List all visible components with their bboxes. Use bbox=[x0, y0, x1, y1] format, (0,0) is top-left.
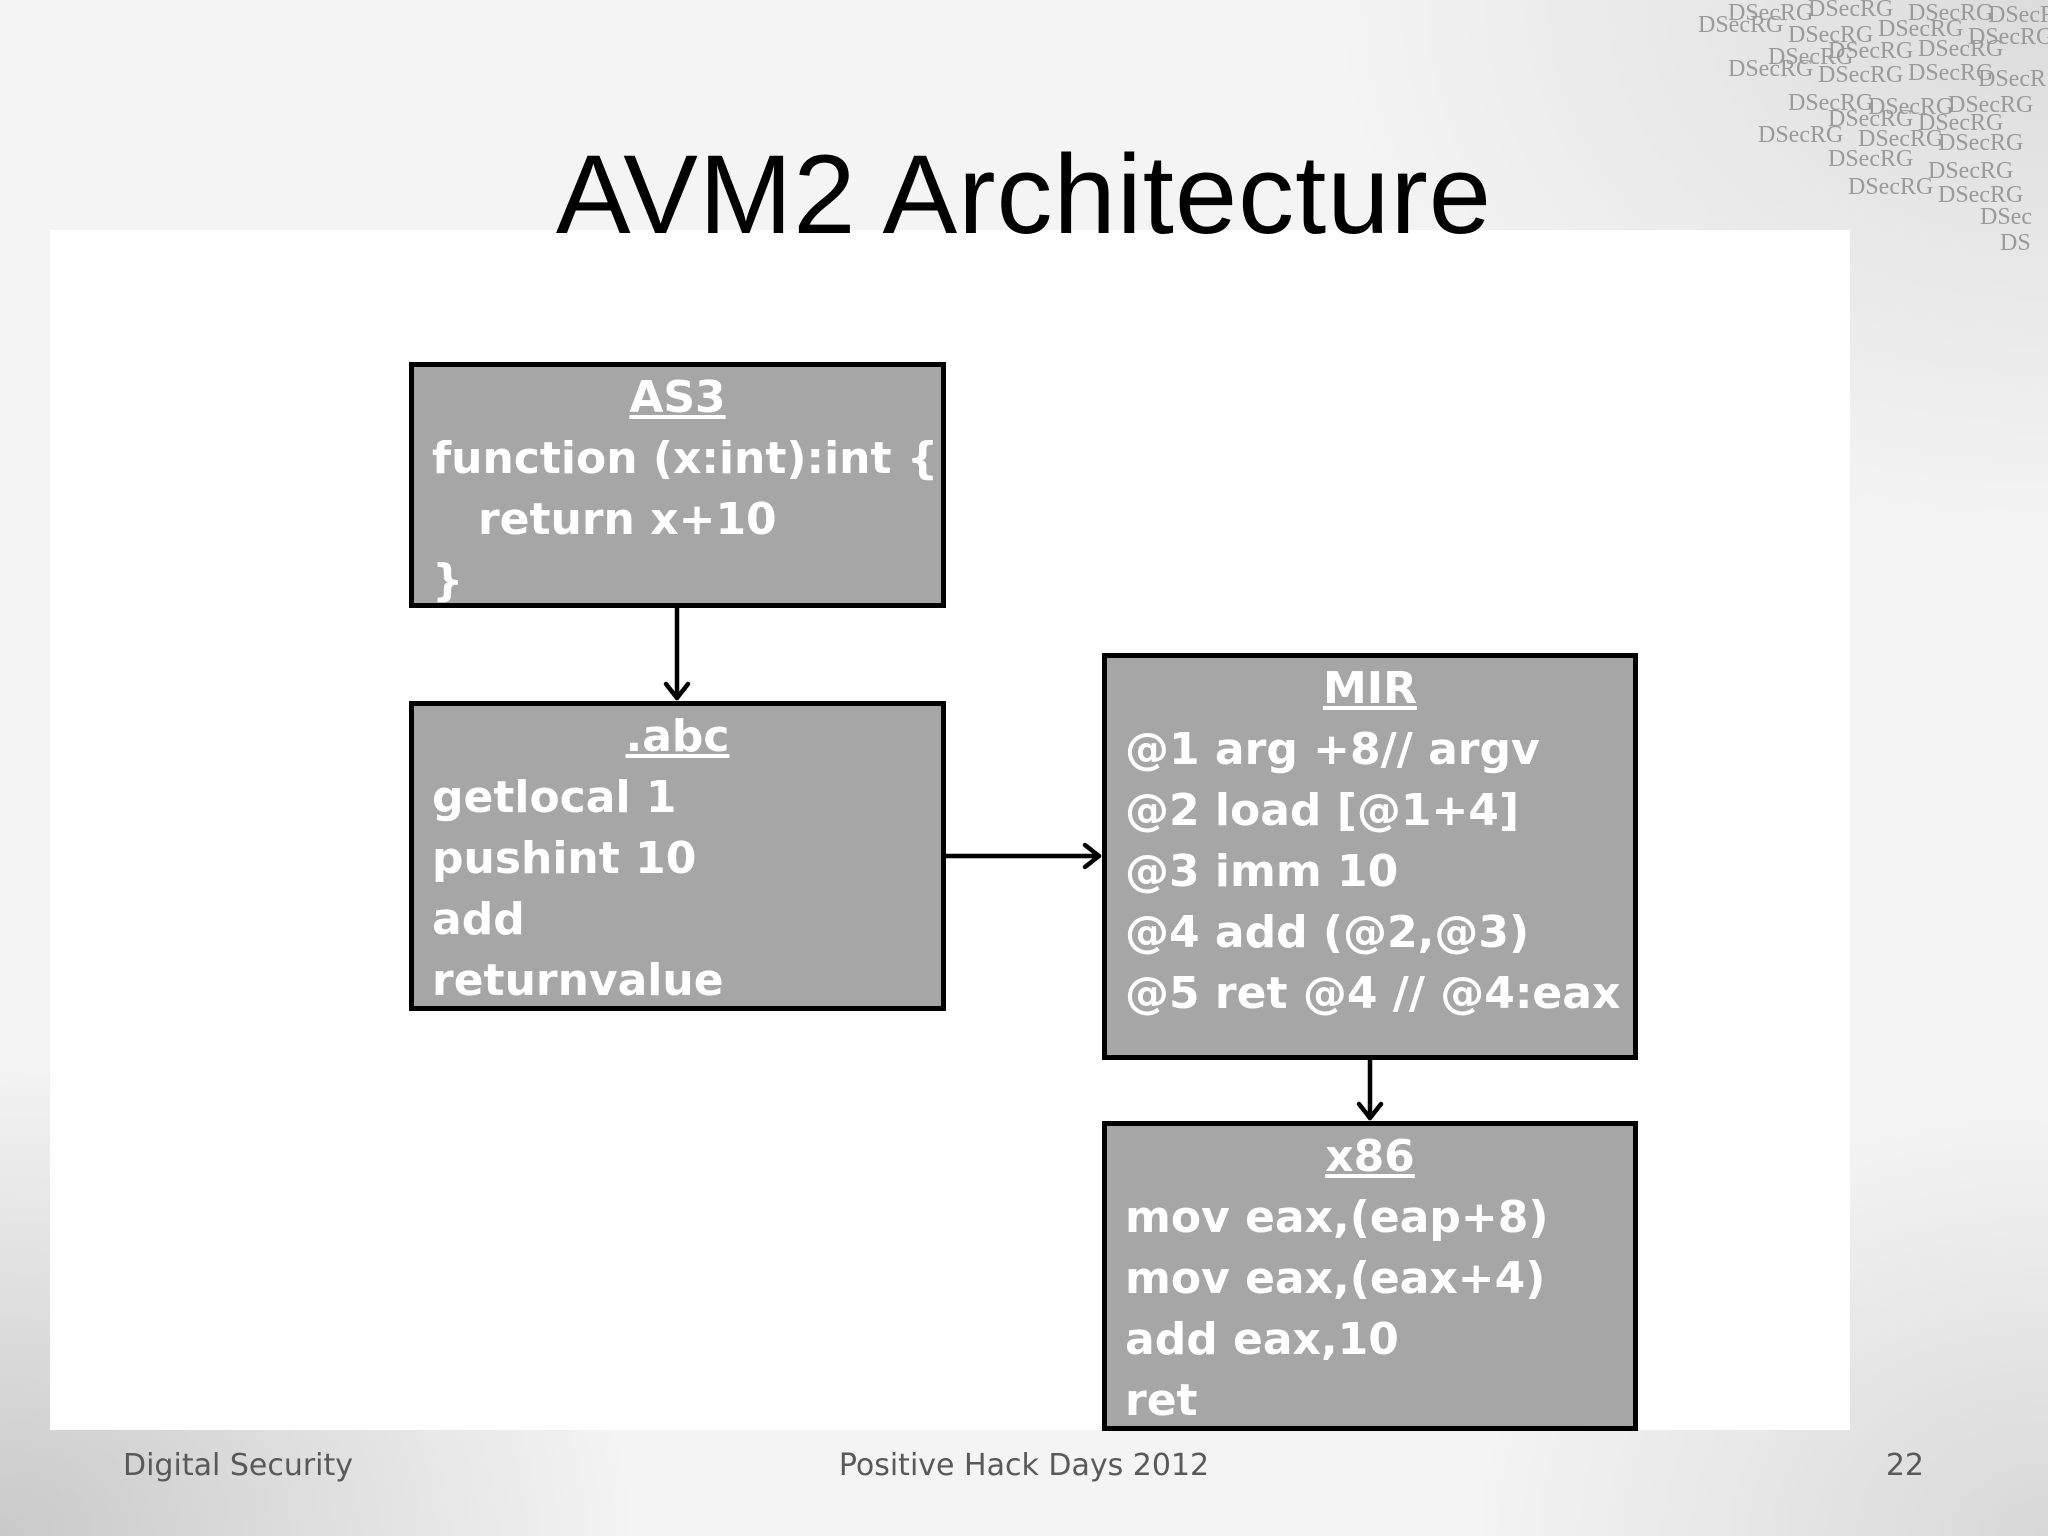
as3-line: } bbox=[432, 555, 464, 606]
as3-line: return x+10 bbox=[432, 494, 777, 545]
abc-heading: .abc bbox=[625, 711, 730, 762]
mir-line: @5 ret @4 // @4:eax bbox=[1125, 968, 1621, 1019]
mir-line: @4 add (@2,@3) bbox=[1125, 907, 1530, 958]
dsecrg-watermark-logo: DSecRG DSecRG DSecRG DSecR DSecRG DSecRG… bbox=[1698, 0, 2048, 256]
footer-center: Positive Hack Days 2012 bbox=[838, 1448, 1210, 1483]
x86-box: x86 mov eax,(eap+8) mov eax,(eax+4) add … bbox=[1102, 1121, 1638, 1431]
abc-line: returnvalue bbox=[432, 955, 724, 1006]
mir-box: MIR @1 arg +8// argv @2 load [@1+4] @3 i… bbox=[1102, 653, 1638, 1060]
as3-box: AS3 function (x:int):int { return x+10 } bbox=[409, 362, 946, 608]
as3-heading: AS3 bbox=[629, 372, 726, 423]
as3-line: function (x:int):int { bbox=[432, 433, 939, 484]
x86-line: mov eax,(eax+4) bbox=[1125, 1253, 1546, 1304]
abc-line: add bbox=[432, 894, 525, 945]
mir-heading: MIR bbox=[1322, 663, 1418, 714]
x86-heading: x86 bbox=[1325, 1131, 1415, 1182]
arrow-abc-to-mir-head bbox=[1082, 842, 1102, 870]
slide-number: 22 bbox=[1885, 1448, 1924, 1483]
arrow-as3-to-abc-head bbox=[663, 681, 691, 701]
abc-line: pushint 10 bbox=[432, 833, 697, 884]
slide-title: AVM2 Architecture bbox=[555, 132, 1493, 257]
mir-line: @2 load [@1+4] bbox=[1125, 785, 1520, 836]
abc-line: getlocal 1 bbox=[432, 772, 677, 823]
x86-line: mov eax,(eap+8) bbox=[1125, 1192, 1549, 1243]
arrow-mir-to-x86-head bbox=[1356, 1101, 1384, 1121]
footer-left: Digital Security bbox=[123, 1448, 354, 1483]
x86-line: add eax,10 bbox=[1125, 1314, 1399, 1365]
x86-line: ret bbox=[1125, 1375, 1198, 1426]
mir-line: @3 imm 10 bbox=[1125, 846, 1399, 897]
mir-line: @1 arg +8// argv bbox=[1125, 724, 1540, 775]
abc-box: .abc getlocal 1 pushint 10 add returnval… bbox=[409, 701, 946, 1011]
